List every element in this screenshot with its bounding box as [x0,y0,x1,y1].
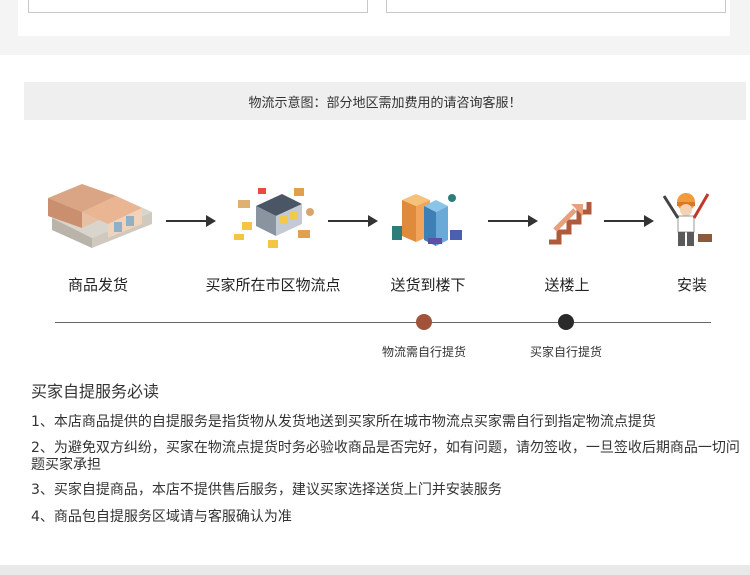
notes-title: 买家自提服务必读 [31,382,160,401]
timeline-line [55,322,711,323]
worker-icon [662,193,712,246]
step-label-downstairs: 送货到楼下 [390,276,466,294]
flow-arrow-2 [328,215,378,227]
step-label-install: 安装 [676,276,708,294]
note-item-1: 1、本店商品提供的自提服务是指货物从发货地送到买家所在城市物流点买家需自行到指定… [31,414,656,430]
timeline-dot-logistics [416,314,432,330]
warehouse-icon [48,184,152,248]
buildings-icon [392,194,462,246]
timeline-label-self-pickup: 买家自行提货 [529,345,603,359]
flow-arrow-1 [166,215,216,227]
logistics-center-icon [234,188,314,248]
note-item-3: 3、买家自提商品，本店不提供售后服务，建议买家选择送货上门并安装服务 [31,482,502,498]
logistics-banner: 物流示意图：部分地区需加费用的请咨询客服！ [24,82,746,120]
note-item-2: 2、为避免双方纠纷，买家在物流点提货时务必验收商品是否完好，如有问题，请勿签收，… [31,440,740,473]
note-item-4: 4、商品包自提服务区域请与客服确认为准 [31,509,292,525]
flow-arrow-3 [488,215,538,227]
top-right-box [386,0,726,13]
bottom-section-band [0,565,750,575]
step-label-ship: 商品发货 [67,276,129,294]
flow-arrow-4 [604,215,654,227]
top-left-box [28,0,368,13]
stairs-icon [549,202,592,245]
timeline-label-logistics: 物流需自行提货 [381,345,467,359]
timeline-dot-self-pickup [558,314,574,330]
step-label-city-point: 买家所在市区物流点 [205,276,341,294]
banner-text: 物流示意图：部分地区需加费用的请咨询客服！ [248,95,522,111]
step-label-upstairs: 送楼上 [544,276,590,294]
